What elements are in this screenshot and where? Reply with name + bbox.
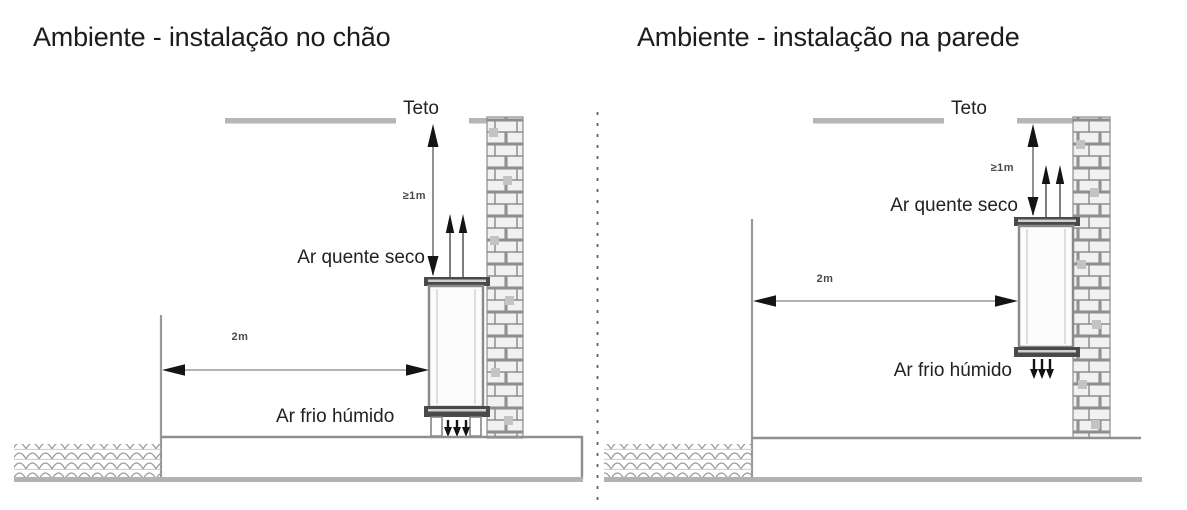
cold-air-label: Ar frio húmido: [893, 360, 1012, 381]
arrowhead-up-icon: [1055, 165, 1065, 184]
ceiling-line: [225, 118, 487, 124]
brick-wall-shading: [489, 128, 514, 425]
ground-baseline: [14, 477, 583, 482]
brick-wall: [486, 116, 524, 439]
diagram-title: Ambiente - instalação no chão: [33, 22, 391, 52]
arrowhead-up-icon: [445, 214, 455, 233]
wavy-ground-pattern: [14, 444, 161, 478]
diagram-title: Ambiente - instalação na parede: [637, 22, 1020, 52]
arrowhead-down-icon: [1038, 369, 1046, 379]
hot-air-flow-arrows: [1041, 165, 1065, 217]
brick-wall-shading: [1076, 140, 1101, 429]
arrowhead-right-icon: [406, 364, 429, 376]
arrowhead-up-icon: [1027, 124, 1039, 147]
cold-air-flow-arrows: [1030, 359, 1054, 379]
arrowhead-up-icon: [1041, 165, 1051, 184]
arrowhead-down-icon: [462, 427, 470, 437]
hot-air-flow-arrows: [445, 214, 468, 277]
arrowhead-left-icon: [162, 364, 185, 376]
arrowhead-down-icon: [1046, 369, 1054, 379]
vertical-clearance-label: ≥1m: [990, 162, 1014, 174]
ceiling-line: [813, 118, 1073, 124]
floor-slab-outline: [161, 435, 584, 479]
arrowhead-right-icon: [995, 295, 1018, 307]
cold-air-flow-arrows: [444, 420, 470, 437]
hot-air-label: Ar quente seco: [297, 247, 425, 268]
wavy-ground-pattern: [604, 444, 752, 478]
arrowhead-down-icon: [427, 256, 439, 276]
arrowhead-down-icon: [1030, 369, 1038, 379]
arrowhead-down-icon: [1027, 197, 1039, 216]
vertical-clearance-arrow: [1027, 124, 1039, 216]
brick-wall: [1072, 116, 1111, 439]
arrowhead-down-icon: [453, 427, 461, 437]
unit-leg: [430, 416, 443, 437]
arrowhead-down-icon: [444, 427, 452, 437]
unit-leg: [469, 416, 482, 437]
ground-baseline: [604, 477, 1142, 482]
wall-installation-artwork: [604, 116, 1142, 482]
arrowhead-up-icon: [458, 214, 468, 233]
vertical-clearance-arrow: [427, 124, 439, 276]
horizontal-clearance-label: 2m: [816, 273, 834, 285]
vertical-clearance-label: ≥1m: [402, 190, 426, 202]
cold-air-label: Ar frio húmido: [276, 406, 395, 427]
floor-installation-artwork: [14, 116, 584, 482]
horizontal-clearance-arrow: [753, 295, 1018, 307]
appliance-unit: [424, 277, 490, 437]
horizontal-clearance-label: 2m: [231, 331, 249, 343]
arrowhead-up-icon: [427, 124, 439, 147]
hot-air-label: Ar quente seco: [890, 195, 1018, 216]
arrowhead-left-icon: [753, 295, 776, 307]
horizontal-clearance-arrow: [162, 364, 429, 376]
ceiling-label: Teto: [944, 97, 1017, 124]
appliance-unit: [1014, 217, 1080, 357]
ceiling-label: Teto: [396, 97, 469, 124]
